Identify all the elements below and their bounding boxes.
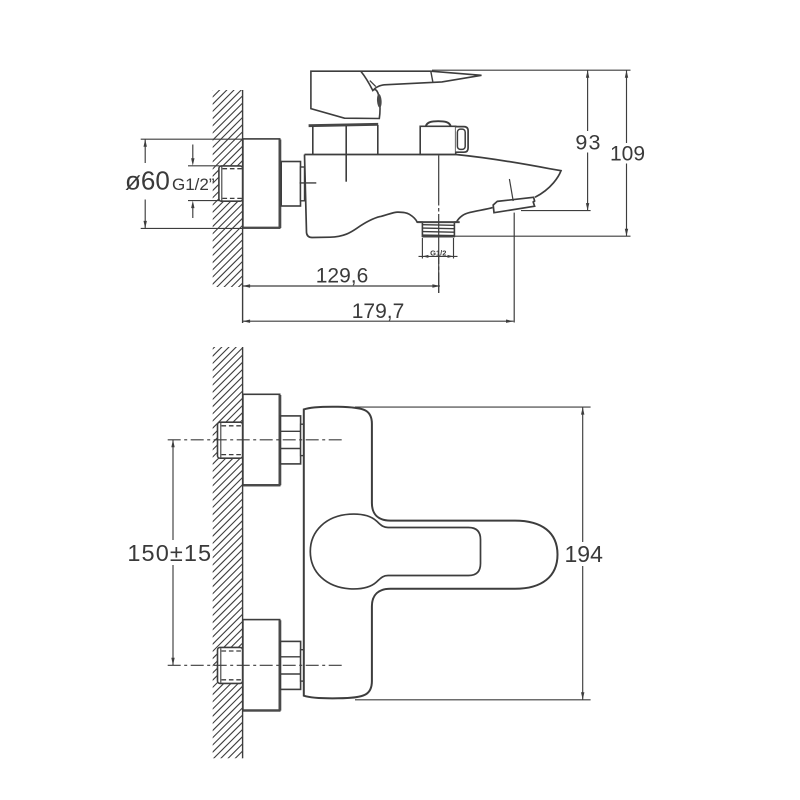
svg-text:179,7: 179,7: [352, 300, 405, 323]
svg-text:G1/2”: G1/2”: [172, 175, 215, 194]
svg-text:G1/2: G1/2: [430, 248, 446, 257]
svg-text:93: 93: [575, 130, 601, 154]
svg-text:ø60: ø60: [125, 166, 170, 196]
svg-text:150±15: 150±15: [127, 540, 212, 566]
svg-text:194: 194: [565, 541, 604, 567]
svg-text:109: 109: [610, 142, 645, 165]
svg-text:129,6: 129,6: [316, 265, 369, 288]
